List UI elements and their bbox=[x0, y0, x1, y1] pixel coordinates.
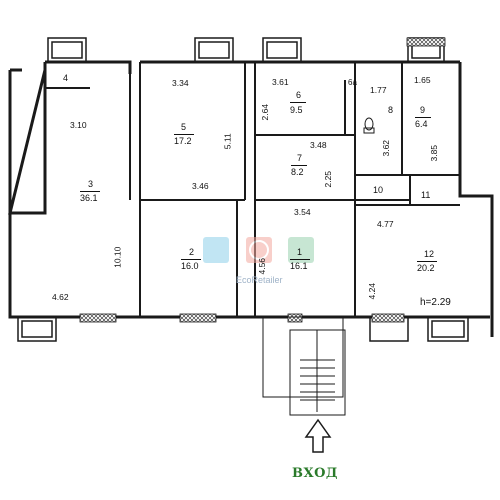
room-number-3: 3 bbox=[88, 179, 94, 189]
dim-3-54: 3.54 bbox=[294, 207, 311, 217]
room-number-5: 5 bbox=[181, 122, 187, 132]
entrance-stairs bbox=[262, 316, 346, 416]
ceiling-height-label: h=2.29 bbox=[420, 297, 451, 308]
room-number-10: 10 bbox=[373, 185, 384, 195]
watermark-text: EcoRetailer bbox=[236, 275, 283, 285]
room-area-12: 20.2 bbox=[417, 263, 435, 273]
room-number-8: 8 bbox=[388, 105, 394, 115]
dim-3-10: 3.10 bbox=[70, 120, 87, 130]
entrance-label: ВХОД bbox=[292, 466, 338, 481]
area-underline-3 bbox=[80, 191, 100, 192]
area-underline-7 bbox=[291, 165, 307, 166]
dim-1-77: 1.77 bbox=[370, 85, 387, 95]
area-underline-5 bbox=[174, 134, 194, 135]
dim-3-48: 3.48 bbox=[310, 140, 327, 150]
area-underline-1 bbox=[290, 259, 310, 260]
dim-10-10: 10.10 bbox=[112, 246, 123, 268]
windows-top bbox=[47, 37, 445, 63]
area-underline-12 bbox=[417, 261, 437, 262]
room-number-7: 7 bbox=[297, 153, 303, 163]
dim-2-25: 2.25 bbox=[323, 170, 334, 188]
room-number-6a: 6a bbox=[348, 78, 357, 87]
room-area-7: 8.2 bbox=[291, 167, 304, 177]
entrance-arrow-icon bbox=[304, 418, 332, 453]
toilet-icon bbox=[363, 117, 375, 134]
room-area-2: 16.0 bbox=[181, 261, 199, 271]
area-underline-6 bbox=[290, 102, 306, 103]
interior-walls bbox=[44, 62, 460, 317]
room-number-12: 12 bbox=[424, 249, 435, 259]
hatched-segments bbox=[79, 37, 446, 323]
dim-4-56: 4.56 bbox=[257, 257, 268, 275]
room-area-1: 16.1 bbox=[290, 261, 308, 271]
dim-4-77: 4.77 bbox=[377, 219, 394, 229]
dim-4-62: 4.62 bbox=[52, 292, 69, 302]
dim-1-65: 1.65 bbox=[414, 75, 431, 85]
dim-4-24: 4.24 bbox=[367, 282, 378, 300]
area-underline-2 bbox=[181, 259, 201, 260]
room-number-6: 6 bbox=[296, 90, 302, 100]
room-area-3: 36.1 bbox=[80, 193, 98, 203]
room-number-9: 9 bbox=[420, 105, 426, 115]
dim-2-64: 2.64 bbox=[260, 103, 271, 121]
room-area-6: 9.5 bbox=[290, 105, 303, 115]
dim-3-85: 3.85 bbox=[429, 144, 440, 162]
area-underline-9 bbox=[415, 117, 431, 118]
dim-5-11: 5.11 bbox=[222, 133, 233, 150]
dim-3-62: 3.62 bbox=[381, 139, 392, 157]
dim-3-46: 3.46 bbox=[192, 181, 209, 191]
room-area-9: 6.4 bbox=[415, 119, 428, 129]
room-number-4: 4 bbox=[63, 73, 69, 83]
dim-3-34: 3.34 bbox=[172, 78, 189, 88]
watermark-logo-icon bbox=[203, 237, 314, 263]
room-number-2: 2 bbox=[189, 247, 195, 257]
room-area-5: 17.2 bbox=[174, 136, 192, 146]
room-number-11: 11 bbox=[421, 190, 431, 200]
dim-3-61: 3.61 bbox=[272, 77, 289, 87]
room-number-1: 1 bbox=[297, 247, 303, 257]
